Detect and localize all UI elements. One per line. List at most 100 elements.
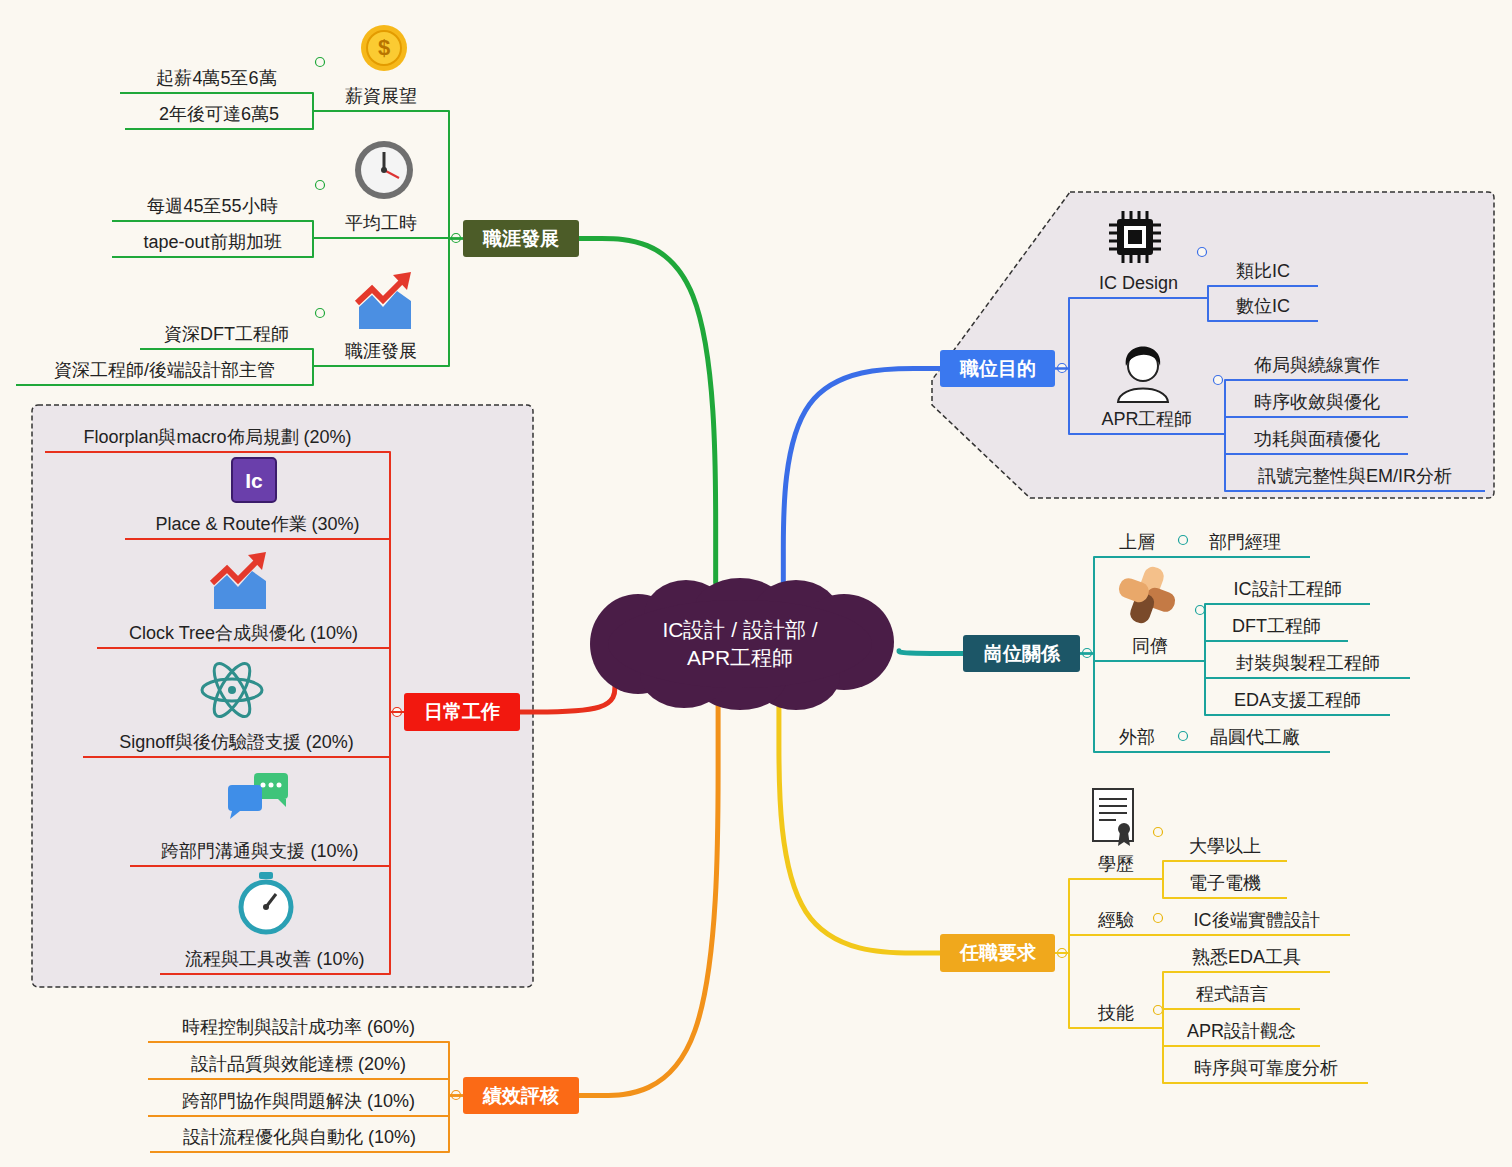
chip-icon — [1124, 226, 1146, 248]
topic-node: 部門經理 — [1180, 523, 1310, 558]
toggle-marker — [316, 309, 325, 318]
clock-icon — [355, 141, 413, 199]
topic-text: 時序收斂與優化 — [1254, 391, 1380, 413]
branch-connector — [312, 366, 314, 385]
cloud-shape — [578, 578, 902, 710]
topic-node: 職涯發展 — [313, 332, 449, 367]
topic-text: 佈局與繞線實作 — [1254, 354, 1380, 376]
topic-node: 平均工時 — [313, 204, 449, 239]
branch-connector — [779, 704, 940, 953]
topic-node: Place & Route作業 (30%) — [125, 505, 390, 540]
topic-node: 類比IC — [1208, 252, 1318, 287]
topic-node: 經驗 — [1069, 901, 1163, 936]
topic-node: 同儕 — [1094, 627, 1205, 662]
topic-text: 職位目的 — [960, 356, 1036, 382]
topic-text: EDA支援工程師 — [1234, 689, 1361, 711]
branch-connector — [783, 369, 940, 585]
atom-orbit — [202, 679, 262, 701]
topic-node: 跨部門溝通與支援 (10%) — [130, 832, 390, 867]
chat-dot — [277, 783, 282, 788]
topic-node: 外部 — [1094, 718, 1180, 753]
stopwatch-icon — [263, 904, 269, 910]
topic-node: 學歷 — [1069, 845, 1163, 880]
topic-text: 平均工時 — [345, 212, 417, 234]
certificate-lines — [1099, 799, 1127, 820]
topic-node: 設計品質與效能達標 (20%) — [148, 1045, 449, 1080]
topic-text: 職涯發展 — [483, 226, 559, 252]
atom-core — [228, 686, 236, 694]
topic-text: 類比IC — [1236, 260, 1290, 282]
chart-arrow — [248, 552, 266, 570]
topic-node: 封裝與製程工程師 — [1205, 644, 1410, 679]
toggle-marker — [1154, 914, 1163, 923]
topic-text: 薪資展望 — [345, 85, 417, 107]
toggle-marker — [1198, 248, 1207, 257]
chat-dot — [269, 783, 274, 788]
app-icon — [232, 458, 276, 502]
chart-icon — [212, 552, 266, 609]
branch-connector — [449, 239, 463, 367]
chip-icon — [1117, 219, 1153, 255]
topic-text: 同儕 — [1132, 635, 1168, 657]
stopwatch-icon — [259, 872, 273, 879]
topic-text: Place & Route作業 (30%) — [155, 513, 359, 535]
topic-node: IC Design — [1069, 264, 1208, 299]
topic-node: 資深工程師/後端設計部主管 — [16, 351, 313, 386]
icon-glyph: $ — [378, 35, 390, 61]
topic-text: 日常工作 — [424, 699, 500, 725]
topic-text: Signoff與後仿驗證支援 (20%) — [119, 731, 354, 753]
topic-text: 經驗 — [1098, 909, 1134, 931]
topic-text: 晶圓代工廠 — [1210, 726, 1300, 748]
topic-node: 時序收斂與優化 — [1225, 383, 1408, 418]
chat-bubble — [228, 785, 262, 811]
topic-text: 時序與可靠度分析 — [1194, 1057, 1338, 1079]
topic-text: 上層 — [1119, 531, 1155, 553]
person-hair — [1126, 347, 1161, 367]
topic-node: 技能 — [1069, 994, 1163, 1029]
toggle-marker — [316, 181, 325, 190]
branch-connector — [449, 111, 463, 239]
branch-connector — [390, 648, 404, 712]
toggle-marker — [1214, 376, 1223, 385]
topic-text: IC Design — [1099, 272, 1178, 294]
topic-text: APR設計觀念 — [1187, 1020, 1296, 1042]
topic-text: 流程與工具改善 (10%) — [185, 948, 364, 970]
branch-connector — [390, 539, 404, 712]
toggle-marker — [1196, 606, 1205, 615]
topic-text: tape-out前期加班 — [143, 231, 281, 253]
topic-text: 設計流程優化與自動化 (10%) — [183, 1126, 416, 1148]
topic-node: 起薪4萬5至6萬 — [120, 59, 313, 94]
topic-node: APR設計觀念 — [1163, 1012, 1320, 1047]
topic-node: Signoff與後仿驗證支援 (20%) — [83, 723, 390, 758]
branch-connector — [1055, 935, 1069, 953]
topic-node: tape-out前期加班 — [112, 223, 313, 258]
topic-node: 佈局與繞線實作 — [1225, 346, 1408, 381]
topic-text: 每週45至55小時 — [147, 195, 277, 217]
branch-box: 職位目的 — [940, 350, 1055, 387]
topic-text: 資深DFT工程師 — [164, 323, 289, 345]
branch-box: 績效評核 — [463, 1077, 579, 1114]
branch-box: 日常工作 — [404, 693, 520, 731]
branch-connector — [1080, 557, 1094, 654]
chat-icon — [228, 773, 288, 819]
branch-connector — [390, 712, 404, 866]
atom-orbit — [207, 659, 256, 722]
branch-connector — [449, 1042, 463, 1096]
topic-text: 崗位關係 — [984, 641, 1060, 667]
topic-node: IC設計工程師 — [1205, 570, 1370, 605]
branch-connector — [390, 712, 404, 757]
chart-arrow — [212, 562, 256, 583]
topic-node: 訊號完整性與EM/IR分析 — [1225, 457, 1485, 492]
branch-box: 職涯發展 — [463, 220, 579, 257]
branch-connector — [520, 683, 615, 712]
topic-node: 跨部門協作與問題解決 (10%) — [148, 1082, 449, 1117]
chat-dot — [261, 783, 266, 788]
topic-node: 流程與工具改善 (10%) — [160, 940, 390, 975]
branch-connector — [1055, 953, 1069, 1028]
branch-connector — [1080, 654, 1094, 662]
topic-text: 資深工程師/後端設計部主管 — [54, 359, 275, 381]
branch-connector — [1080, 654, 1094, 753]
topic-node: Clock Tree合成與優化 (10%) — [97, 614, 390, 649]
topic-text: 熟悉EDA工具 — [1192, 946, 1301, 968]
branch-box: 崗位關係 — [963, 635, 1080, 672]
